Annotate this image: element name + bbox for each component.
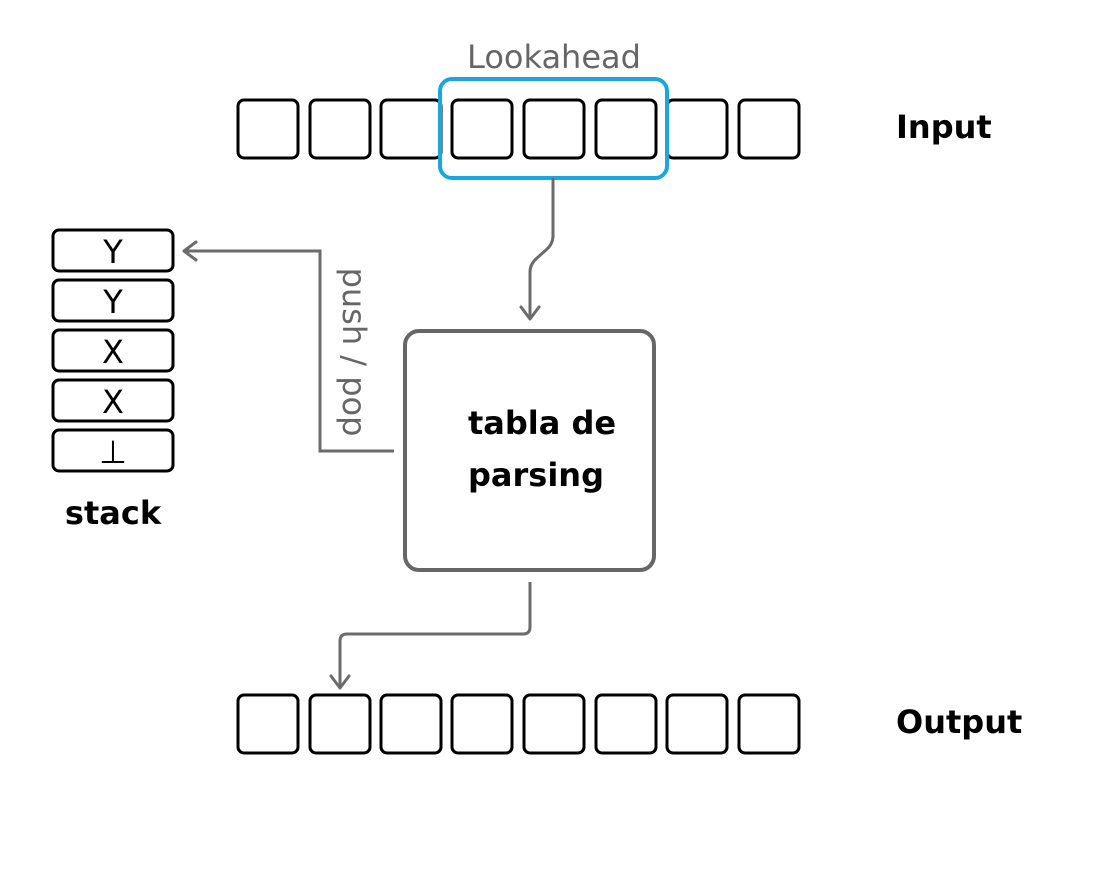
input-cell <box>522 98 586 160</box>
input-cell <box>737 98 801 160</box>
push-pop-label: push / pop <box>335 268 373 437</box>
output-cell <box>236 693 300 755</box>
output-cell <box>379 693 443 755</box>
stack-cell <box>51 378 175 423</box>
output-cell <box>308 693 372 755</box>
output-cell <box>737 693 801 755</box>
output-label: Output <box>896 703 1022 741</box>
stack-item: X <box>102 333 124 371</box>
stack-bottom-item: ⊥ <box>99 433 127 471</box>
input-cell <box>450 98 514 160</box>
parsing-table-title-line2: parsing <box>468 456 604 494</box>
output-cell <box>522 693 586 755</box>
arrow-head-icon <box>182 240 198 262</box>
input-cell <box>594 98 658 160</box>
output-cell <box>665 693 729 755</box>
stack-cell <box>51 228 175 273</box>
input-tape <box>236 98 801 160</box>
input-cell <box>379 98 443 160</box>
stack-item: Y <box>102 283 123 321</box>
output-cell <box>450 693 514 755</box>
lookahead-label: Lookahead <box>467 38 641 76</box>
stack-item: Y <box>102 233 123 271</box>
stack: Y Y X X ⊥ <box>51 228 175 473</box>
stack-label: stack <box>65 494 162 532</box>
table-to-stack-connector <box>184 249 394 453</box>
input-label: Input <box>896 108 992 146</box>
input-cell <box>665 98 729 160</box>
lookahead-to-table-connector <box>528 178 555 318</box>
arrow-head-icon <box>329 674 351 690</box>
table-to-output-connector <box>338 582 532 686</box>
stack-cell <box>51 328 175 373</box>
arrow-head-icon <box>519 305 541 321</box>
stack-item: X <box>102 383 124 421</box>
stack-cell <box>51 278 175 323</box>
parsing-table-title-line1: tabla de <box>468 404 616 442</box>
input-cell <box>308 98 372 160</box>
input-cell <box>236 98 300 160</box>
output-tape <box>236 693 801 755</box>
output-cell <box>594 693 658 755</box>
stack-cell <box>51 428 175 473</box>
parsing-table-box <box>403 329 656 572</box>
